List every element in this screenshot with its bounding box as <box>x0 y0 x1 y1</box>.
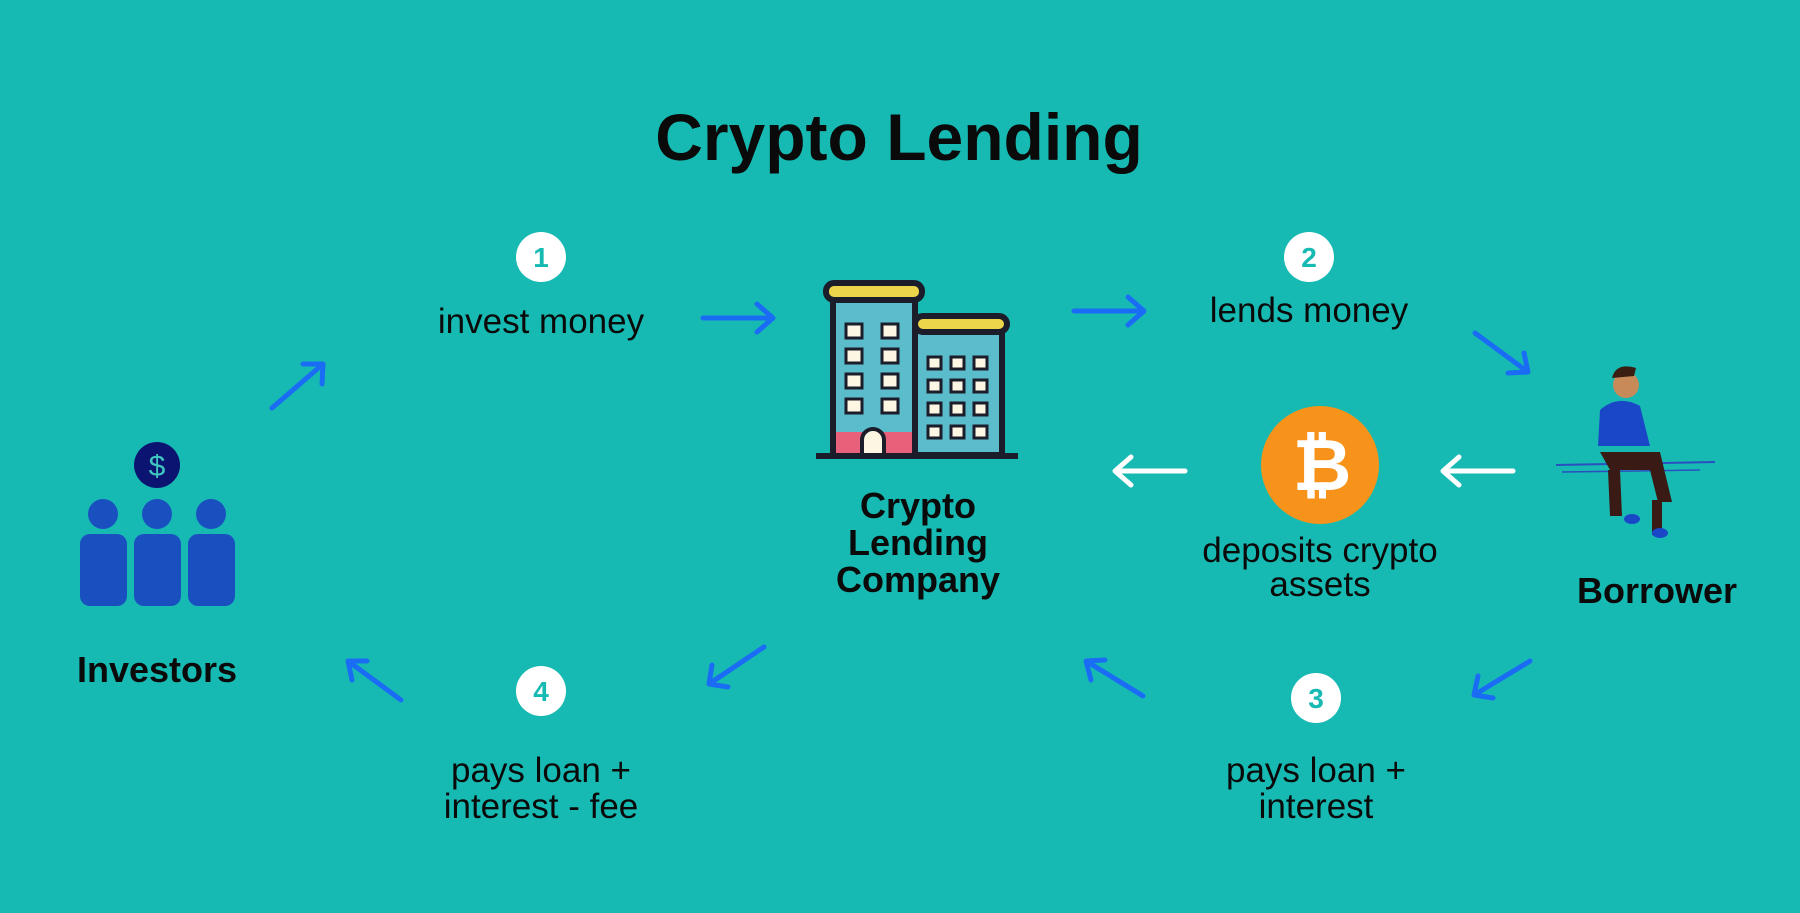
company-label-line: Company <box>836 559 1000 600</box>
step-number: 4 <box>533 676 549 707</box>
step-label-line: pays loan + <box>1226 751 1406 790</box>
arrow-icon <box>1083 657 1146 699</box>
collateral-label-line: deposits crypto <box>1202 531 1437 570</box>
arrow-icon <box>1471 658 1533 701</box>
step-label-line: interest <box>1259 787 1374 826</box>
investors-node: $ Investors <box>77 442 237 690</box>
arrow-icon <box>706 644 767 690</box>
dollar-sign: $ <box>149 450 166 483</box>
borrower-person-icon <box>1555 366 1716 538</box>
step-number: 2 <box>1301 242 1317 273</box>
step-number-badge <box>516 666 566 716</box>
arrow-icon <box>269 361 326 411</box>
arrow-icon <box>1472 330 1531 376</box>
borrower-node: Borrower <box>1555 366 1737 611</box>
diagram-title: Crypto Lending <box>655 100 1143 174</box>
step-label: invest money <box>438 302 645 341</box>
collateral-node: ₿ deposits crypto assets <box>1202 406 1438 604</box>
arrow-icon <box>345 658 404 703</box>
dollar-coin-icon <box>134 442 180 488</box>
arrow-icon <box>700 301 776 335</box>
step-number-badge <box>516 232 566 282</box>
step-number-badge <box>1291 673 1341 723</box>
step-1: 1 invest money <box>438 232 645 341</box>
step-3: 3 pays loan + interest <box>1226 673 1406 826</box>
step-label-line: pays loan + <box>451 751 631 790</box>
step-2: 2 lends money <box>1210 232 1409 330</box>
step-4: 4 pays loan + interest - fee <box>444 666 639 826</box>
arrow-left-icon <box>1440 454 1516 488</box>
company-label-line: Lending <box>848 522 988 563</box>
step-number: 1 <box>533 242 549 273</box>
arrow-left-icon <box>1112 454 1188 488</box>
building-icon <box>816 280 1018 459</box>
step-label-line: interest - fee <box>444 787 639 826</box>
step-label: lends money <box>1210 291 1409 330</box>
investors-label: Investors <box>77 649 237 690</box>
borrower-label: Borrower <box>1577 570 1737 611</box>
step-number-badge <box>1284 232 1334 282</box>
company-label-line: Crypto <box>860 485 976 526</box>
bitcoin-icon <box>1261 406 1379 524</box>
arrow-icon <box>1071 294 1147 328</box>
investors-group-icon <box>80 499 235 606</box>
bitcoin-symbol: ₿ <box>1293 426 1352 506</box>
step-number: 3 <box>1308 683 1324 714</box>
company-node: Crypto Lending Company <box>816 280 1018 600</box>
collateral-label-line: assets <box>1269 565 1370 604</box>
